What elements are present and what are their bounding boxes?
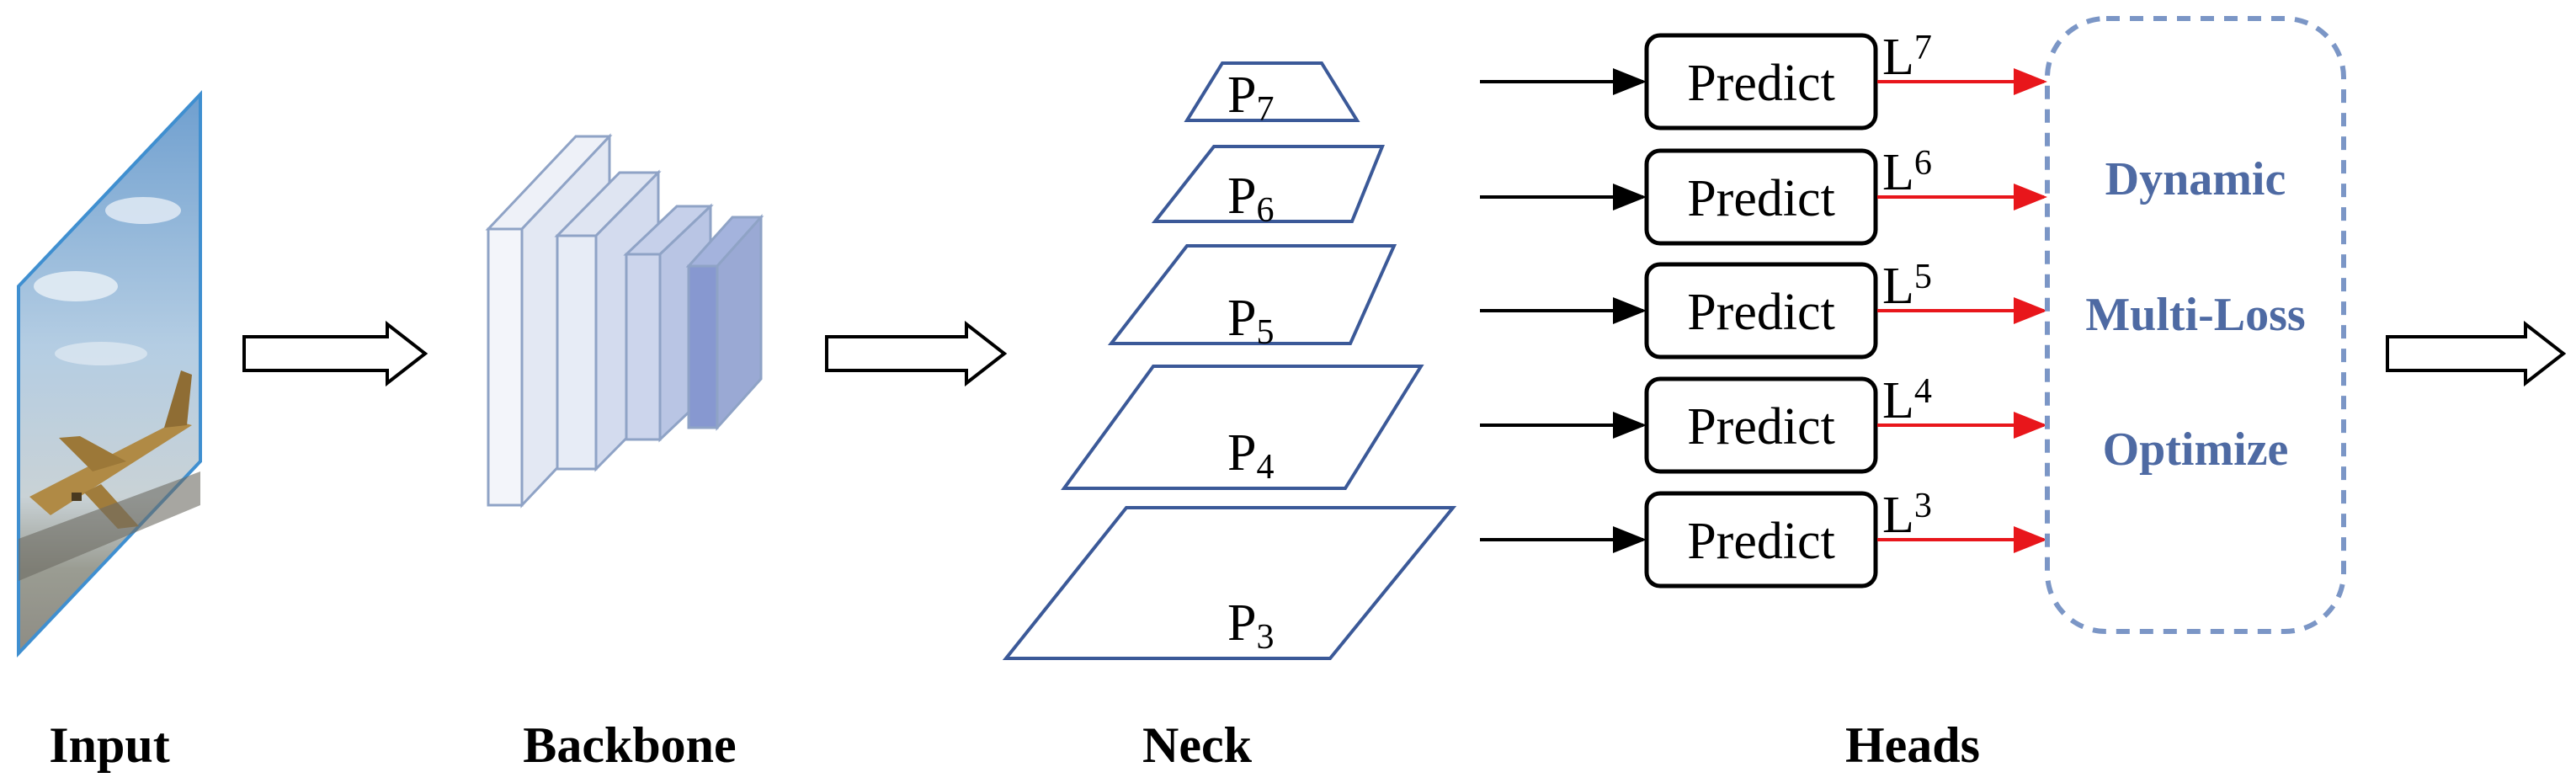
feature-map-p3: [1002, 506, 1457, 660]
predict-heads: Predict Predict Predict Predict Predict: [1644, 33, 1878, 589]
predict-head-7: Predict: [1644, 33, 1878, 130]
stage-label-heads: Heads: [1845, 717, 1980, 773]
level-label-p5: P5: [1227, 290, 1274, 352]
predict-head-3: Predict: [1644, 491, 1878, 589]
neck-level-labels: P7 P6 P5 P4 P3: [1227, 67, 1274, 657]
predict-label: Predict: [1687, 398, 1835, 455]
loss-box-line-3: Optimize: [2103, 423, 2289, 476]
loss-label-l3: L3: [1882, 487, 1932, 544]
input-image: [17, 89, 202, 658]
level-label-p4: P4: [1227, 424, 1274, 487]
backbone-blocks: [485, 133, 764, 509]
predict-head-5: Predict: [1644, 262, 1878, 360]
feature-map-p5: [1107, 244, 1397, 345]
stage-label-input: Input: [49, 717, 169, 773]
feature-map-p7: [1184, 61, 1360, 122]
loss-box-line-2: Multi-Loss: [2085, 289, 2305, 341]
backbone-layer-4: [685, 214, 764, 431]
level-label-p3: P3: [1227, 594, 1274, 657]
predict-head-6: Predict: [1644, 148, 1878, 246]
predict-label: Predict: [1687, 284, 1835, 341]
loss-label-l5: L5: [1882, 258, 1932, 315]
loss-labels: L7 L6 L5 L4 L3: [1882, 29, 1932, 544]
predict-head-4: Predict: [1644, 376, 1878, 474]
loss-box-line-1: Dynamic: [2105, 153, 2286, 205]
flow-arrow-output: [2386, 320, 2567, 387]
level-label-p6: P6: [1227, 168, 1274, 230]
loss-arrows: [1877, 68, 2047, 553]
neck-pyramid: [1002, 61, 1457, 660]
loss-label-l6: L6: [1882, 144, 1932, 201]
predict-label: Predict: [1687, 55, 1835, 112]
neck-to-head-arrows: [1480, 68, 1647, 553]
predict-label: Predict: [1687, 513, 1835, 570]
feature-map-p4: [1061, 365, 1424, 490]
loss-label-l4: L4: [1882, 372, 1932, 429]
loss-label-l7: L7: [1882, 29, 1932, 86]
stage-label-neck: Neck: [1142, 717, 1253, 773]
loss-optimizer-box: Dynamic Multi-Loss Optimize: [2045, 16, 2346, 634]
feature-map-p6: [1151, 145, 1385, 223]
flow-arrow-input-to-backbone: [242, 320, 428, 387]
predict-label: Predict: [1687, 170, 1835, 227]
level-label-p7: P7: [1227, 67, 1274, 129]
stage-label-backbone: Backbone: [523, 717, 736, 773]
flow-arrow-backbone-to-neck: [825, 320, 1008, 387]
